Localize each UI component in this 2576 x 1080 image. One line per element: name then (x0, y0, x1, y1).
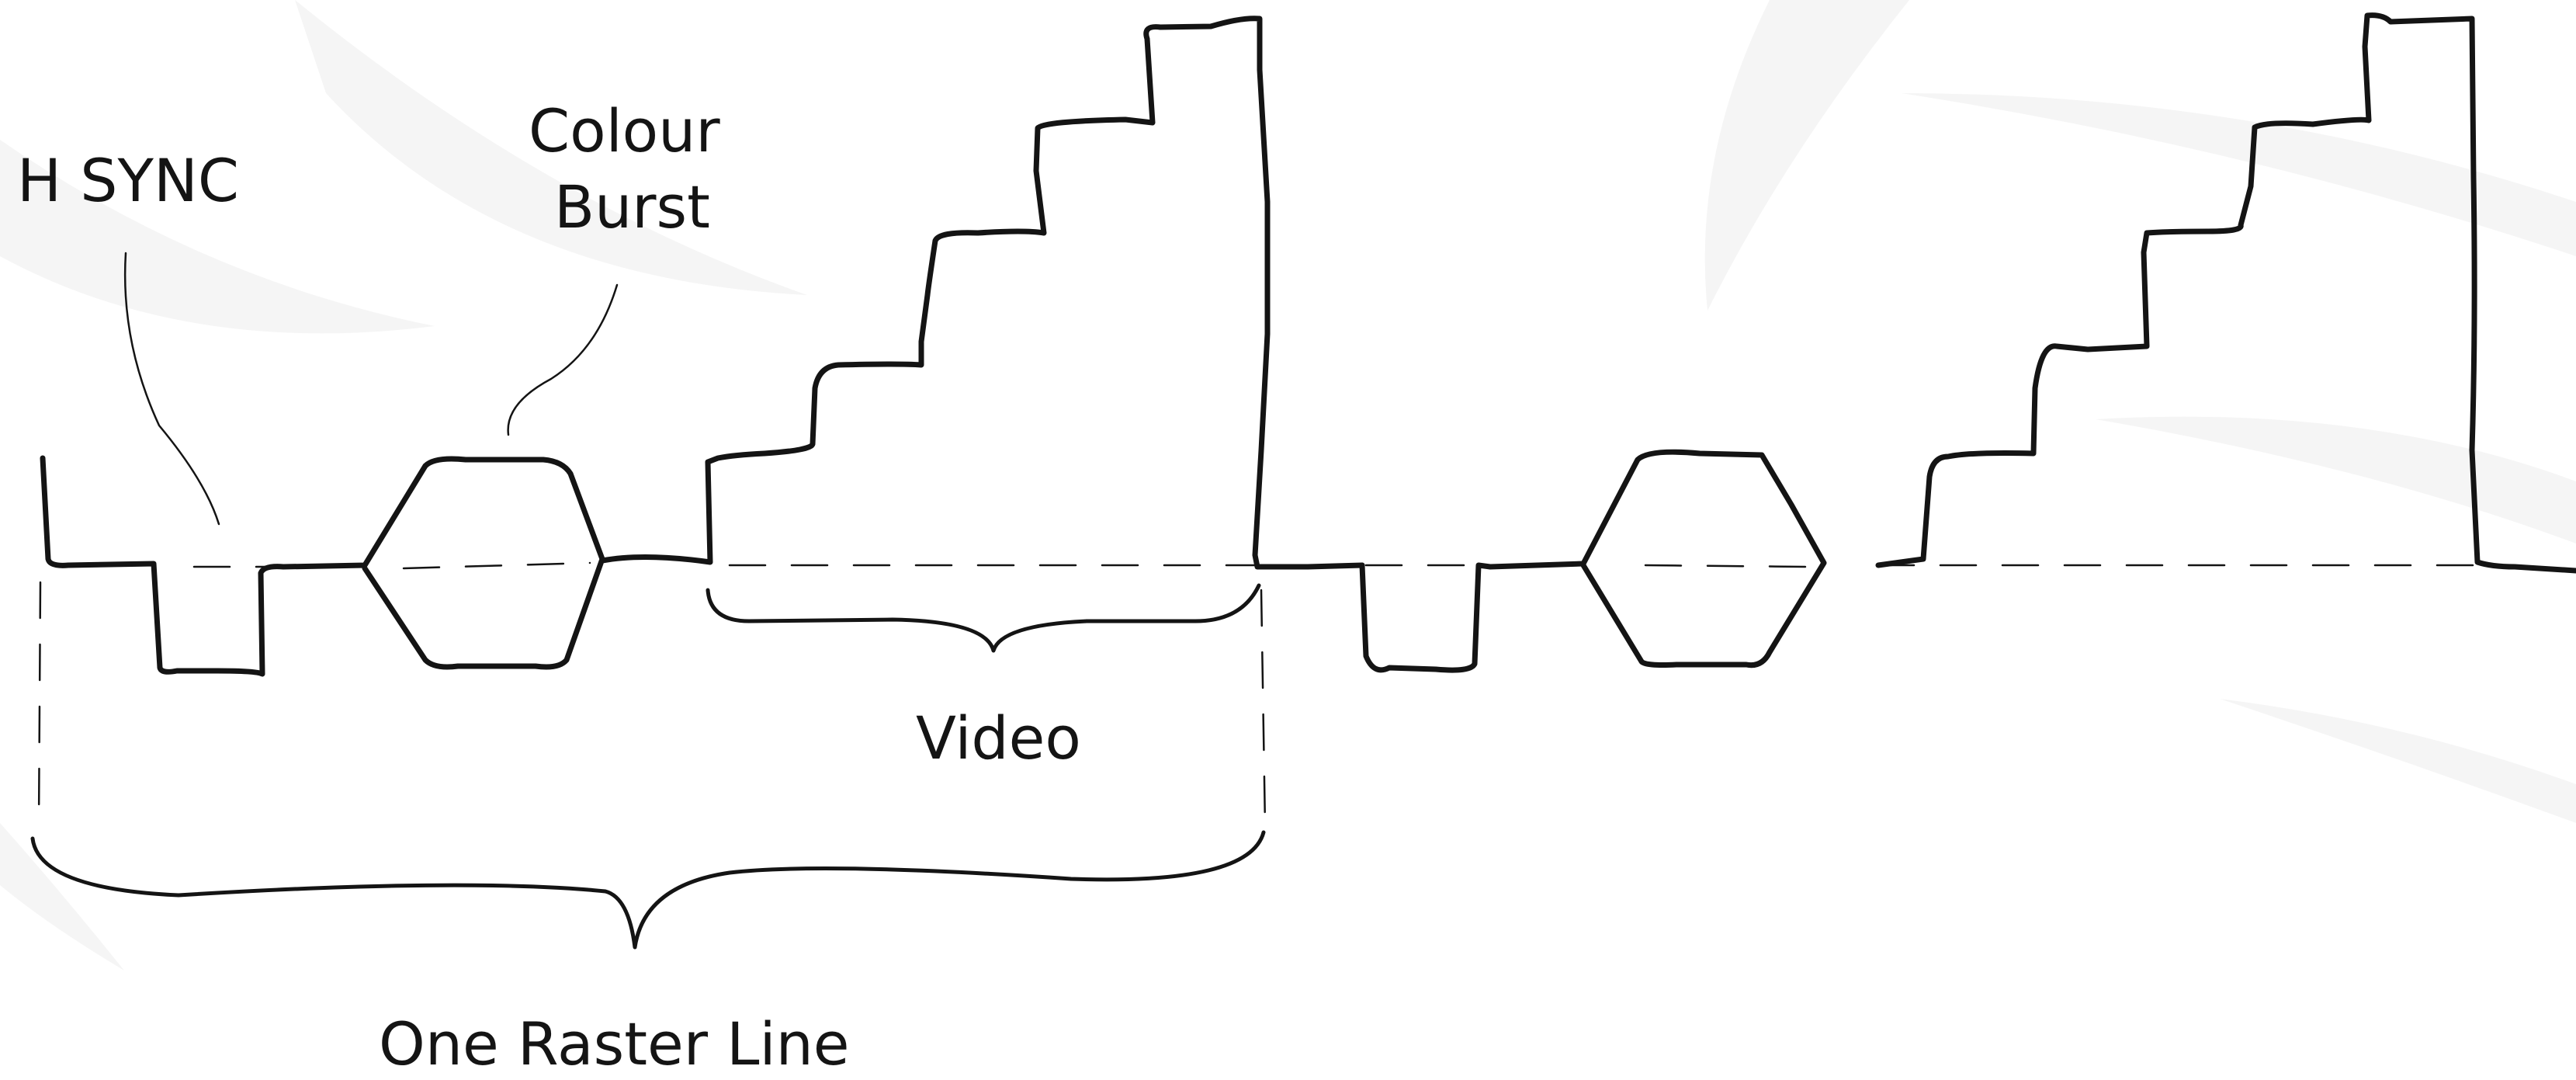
colour-burst-label-line1: Colour (529, 96, 720, 165)
video-label: Video (916, 703, 1081, 773)
one-raster-line-label: One Raster Line (379, 1009, 850, 1078)
colour-burst-leader (507, 283, 619, 436)
watermark-leaf-3 (1704, 0, 1909, 311)
watermark-leaf-1 (295, 0, 807, 295)
colour-burst-label-line2: Burst (554, 172, 710, 241)
raster-line-brace (30, 830, 1266, 950)
waveform-line-2 (1359, 12, 2576, 673)
video-brace (706, 583, 1261, 653)
watermark-leaf-6 (2220, 699, 2576, 823)
watermark-leaf-5 (2096, 416, 2576, 543)
raster-line-left-boundary (37, 581, 42, 828)
background-watermark (0, 0, 2576, 971)
raster-line-right-boundary (1260, 589, 1267, 828)
waveform-line-1 (40, 16, 1365, 677)
watermark-leaf-4 (1902, 93, 2576, 256)
h-sync-label: H SYNC (17, 146, 239, 215)
watermark-leaf-7 (0, 823, 124, 971)
h-sync-leader (123, 252, 220, 526)
watermark-leaf-2 (0, 140, 435, 334)
